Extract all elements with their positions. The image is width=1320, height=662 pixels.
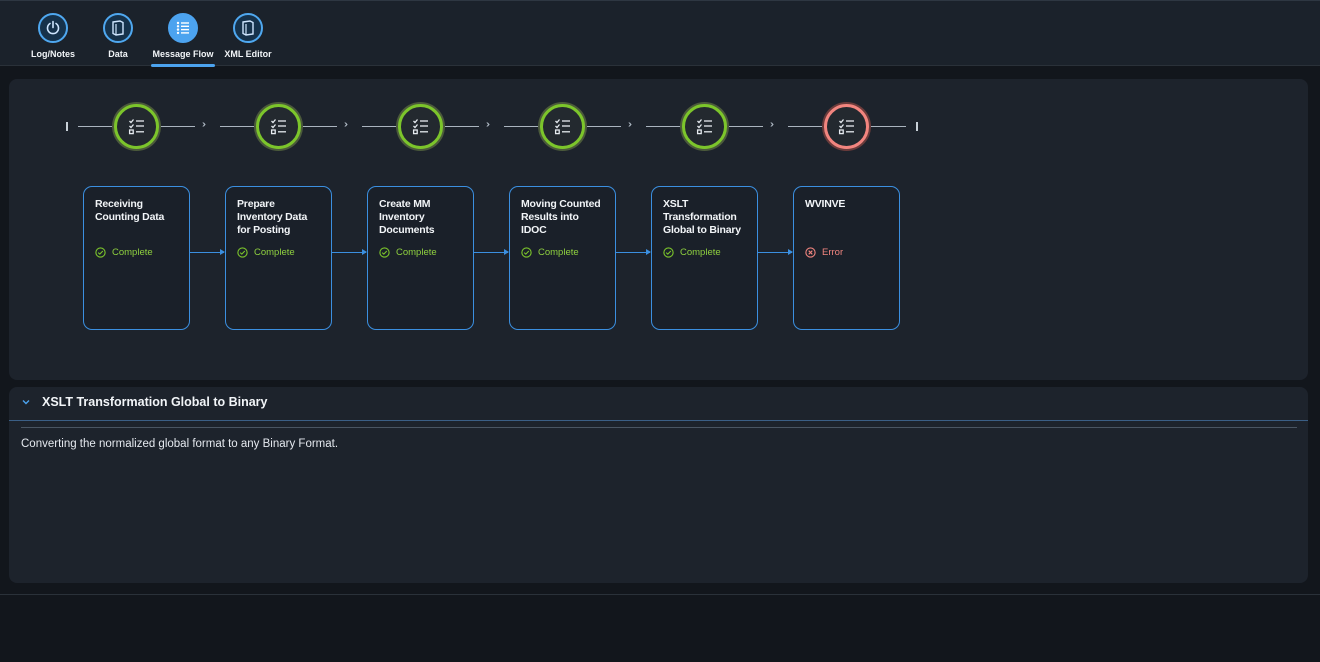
connector-arrow — [758, 249, 793, 255]
tab-label: XML Editor — [224, 49, 272, 59]
track-line — [728, 126, 763, 127]
tab-label: Message Flow — [152, 49, 214, 59]
connector-arrow — [474, 249, 509, 255]
error-circle-icon — [805, 247, 816, 258]
step-card-2[interactable]: Prepare Inventory Data for Posting Compl… — [225, 186, 332, 330]
track-line — [220, 126, 255, 127]
connector-arrow — [190, 249, 225, 255]
document-icon — [103, 13, 133, 43]
step-title: Moving Counted Results into IDOC — [521, 198, 601, 236]
top-toolbar: Log/Notes Data Message Flow XML Editor — [0, 0, 1320, 67]
list-icon — [168, 13, 198, 43]
chevrons-right-icon: ››› — [344, 119, 348, 130]
step-card-5[interactable]: XSLT Transformation Global to Binary Com… — [651, 186, 758, 330]
checklist-icon — [554, 118, 570, 134]
track-line — [362, 126, 397, 127]
tab-label: Data — [108, 49, 128, 59]
chevron-down-icon[interactable] — [21, 397, 31, 407]
step-node-5[interactable] — [682, 104, 727, 149]
track-end-marker — [916, 122, 918, 131]
status-text: Complete — [112, 247, 153, 258]
step-status: Error — [805, 247, 843, 258]
step-node-3[interactable] — [398, 104, 443, 149]
step-title: Prepare Inventory Data for Posting — [237, 198, 308, 236]
track-line — [586, 126, 621, 127]
tab-data[interactable]: Data — [86, 11, 150, 67]
chevrons-right-icon: ››› — [770, 119, 774, 130]
check-circle-icon — [663, 247, 674, 258]
chevrons-right-icon: ››› — [486, 119, 490, 130]
status-text: Complete — [680, 247, 721, 258]
detail-title: XSLT Transformation Global to Binary — [42, 395, 268, 409]
track-start-marker — [66, 122, 68, 131]
checklist-icon — [128, 118, 144, 134]
status-text: Error — [822, 247, 844, 258]
track-line — [78, 126, 113, 127]
track-line — [444, 126, 479, 127]
step-status: Complete — [95, 247, 153, 258]
track-line — [646, 126, 681, 127]
check-circle-icon — [521, 247, 532, 258]
message-flow-panel: ››› ››› ››› ››› ››› Receiving Counting D… — [9, 79, 1308, 380]
step-node-1[interactable] — [114, 104, 159, 149]
status-text: Complete — [254, 247, 295, 258]
track-line — [504, 126, 539, 127]
step-status: Complete — [379, 247, 437, 258]
tab-log-notes[interactable]: Log/Notes — [21, 11, 85, 67]
step-title: XSLT Transformation Global to Binary — [663, 198, 741, 236]
step-title: Receiving Counting Data — [95, 198, 165, 223]
status-text: Complete — [396, 247, 437, 258]
step-status: Complete — [521, 247, 579, 258]
track-line — [870, 126, 906, 127]
step-card-6[interactable]: WVINVE Error — [793, 186, 900, 330]
tab-xml-editor[interactable]: XML Editor — [216, 11, 280, 67]
power-icon — [38, 13, 68, 43]
step-status: Complete — [237, 247, 295, 258]
step-title: WVINVE — [805, 198, 846, 210]
track-line — [788, 126, 823, 127]
check-circle-icon — [379, 247, 390, 258]
step-card-1[interactable]: Receiving Counting Data Complete — [83, 186, 190, 330]
check-circle-icon — [95, 247, 106, 258]
divider — [21, 427, 1297, 428]
step-node-4[interactable] — [540, 104, 585, 149]
step-node-2[interactable] — [256, 104, 301, 149]
checklist-icon — [838, 118, 854, 134]
track-line — [302, 126, 337, 127]
step-card-4[interactable]: Moving Counted Results into IDOC Complet… — [509, 186, 616, 330]
check-circle-icon — [237, 247, 248, 258]
detail-header[interactable]: XSLT Transformation Global to Binary — [9, 387, 1308, 421]
checklist-icon — [696, 118, 712, 134]
document-icon — [233, 13, 263, 43]
tab-message-flow[interactable]: Message Flow — [151, 11, 215, 67]
step-detail-panel: XSLT Transformation Global to Binary Con… — [9, 387, 1308, 583]
connector-arrow — [332, 249, 367, 255]
track-line — [160, 126, 195, 127]
checklist-icon — [270, 118, 286, 134]
step-status: Complete — [663, 247, 721, 258]
status-text: Complete — [538, 247, 579, 258]
detail-description: Converting the normalized global format … — [21, 438, 339, 450]
divider — [0, 594, 1320, 595]
step-card-3[interactable]: Create MM Inventory Documents Complete — [367, 186, 474, 330]
step-title: Create MM Inventory Documents — [379, 198, 435, 236]
connector-arrow — [616, 249, 651, 255]
chevrons-right-icon: ››› — [628, 119, 632, 130]
step-node-6[interactable] — [824, 104, 869, 149]
chevrons-right-icon: ››› — [202, 119, 206, 130]
tab-label: Log/Notes — [31, 49, 75, 59]
checklist-icon — [412, 118, 428, 134]
